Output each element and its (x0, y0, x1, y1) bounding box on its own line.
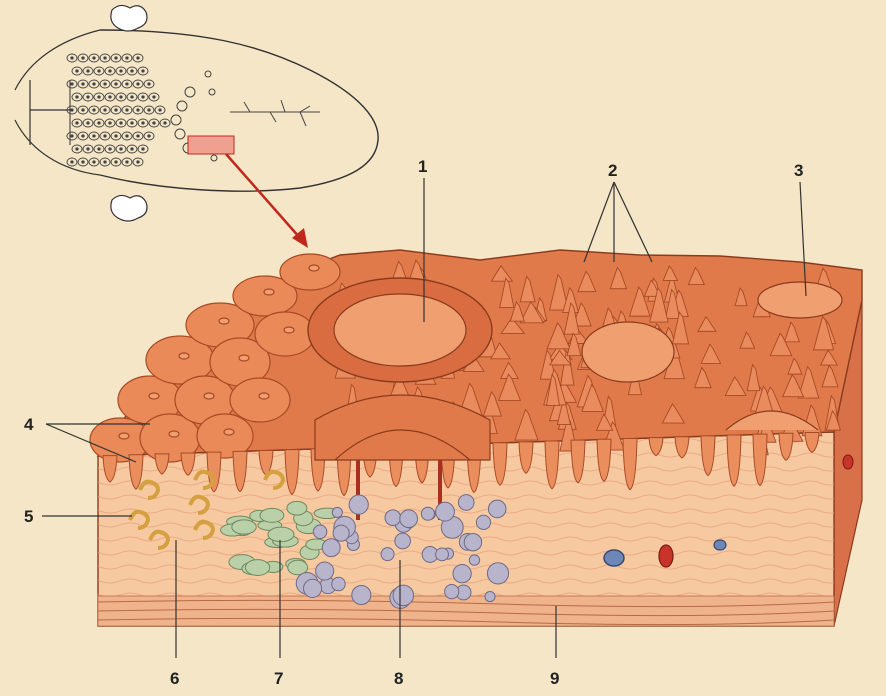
label-7: 7 (274, 669, 283, 688)
label-8: 8 (394, 669, 403, 688)
label-6: 6 (170, 669, 179, 688)
label-5: 5 (24, 507, 33, 526)
tissue-block (90, 250, 862, 626)
lingual-tonsil-icon (67, 54, 170, 166)
label-4: 4 (24, 415, 34, 434)
highlight-rect (188, 136, 234, 154)
label-9: 9 (550, 669, 559, 688)
label-1: 1 (418, 157, 427, 176)
tongue-inset (15, 5, 378, 248)
label-2: 2 (608, 161, 617, 180)
label-3: 3 (794, 161, 803, 180)
fungiform-papilla (582, 322, 674, 382)
red-arrow-icon (226, 154, 308, 248)
